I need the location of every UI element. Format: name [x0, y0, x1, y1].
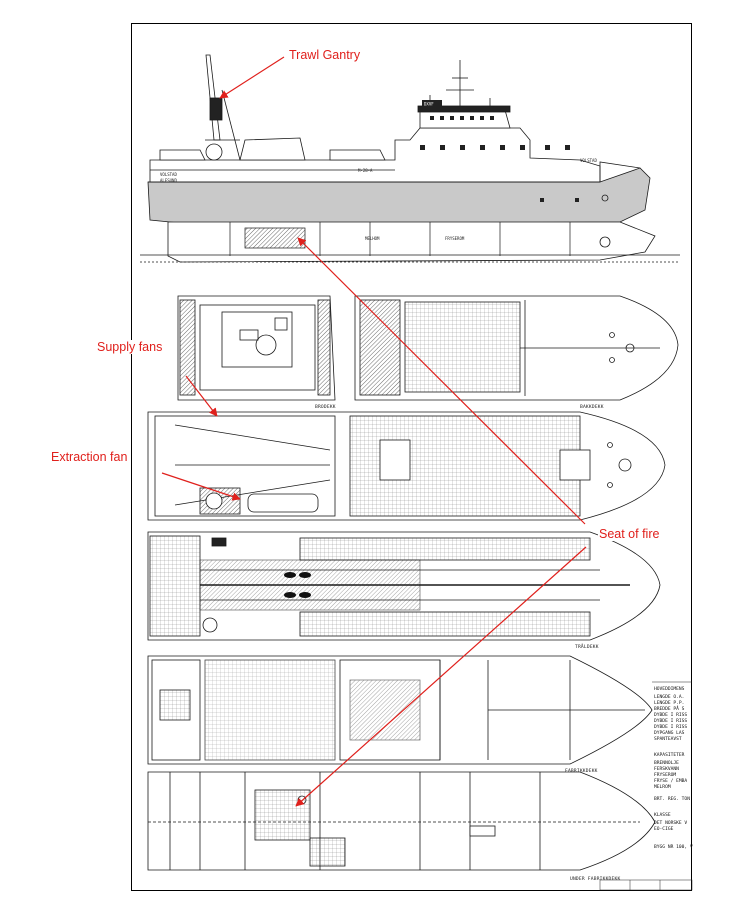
spec-line: DYBDE I RISS — [654, 724, 687, 730]
accommodation-deck-plan — [147, 411, 666, 521]
forecastle-deck-plan — [354, 295, 679, 401]
call-sign-plate — [422, 100, 442, 107]
factory-deck-plan — [147, 655, 653, 765]
spec-line: BREDDE PÅ S — [654, 705, 685, 712]
title-block — [599, 879, 693, 891]
call-sign-label: DXVF — [424, 102, 434, 107]
brt-label: BRT. REG. TON — [654, 796, 690, 802]
capacity-line: BRENNOLJE — [654, 760, 679, 766]
vessel-name-bow-label: VOLSTAD — [580, 158, 597, 163]
vessel-name-label: VOLSTAD — [160, 172, 177, 177]
seat-of-fire-annotation: Seat of fire — [598, 527, 661, 541]
spec-line: LENGDE P.P. — [654, 700, 684, 706]
class-line: DET NORSKE V — [654, 820, 687, 826]
trawl-gantry-annotation: Trawl Gantry — [288, 48, 362, 62]
profile-labels: VOLSTAD ALESUND M-28-A VOLSTAD DXVF MELH… — [160, 100, 597, 241]
supply-fans-annotation: Supply fans — [96, 340, 164, 354]
spec-line: DYPGANG LAS — [654, 730, 685, 736]
extraction-fan-annotation: Extraction fan — [50, 450, 129, 464]
deck-label-fabrikk: FABRIKKDEKK — [565, 768, 598, 774]
bridge-deck-plan — [177, 295, 336, 401]
capacity-line: FRYSEROM — [654, 772, 676, 778]
under-factory-deck-plan — [147, 771, 656, 871]
annotation-arrows — [161, 56, 587, 807]
capacity-heading: KAPASITETER — [654, 752, 685, 758]
profile-view — [140, 54, 680, 263]
trawl-deck-plan — [147, 531, 661, 641]
deck-label-under-fabrikk: UNDER FABRIKKDEKK — [570, 876, 620, 882]
capacity-line: MELROM — [654, 784, 671, 790]
spec-line: LENGDE O.A. — [654, 694, 684, 700]
class-line: EO-CIGE — [654, 826, 674, 832]
supply-fans-arrow — [185, 375, 218, 417]
home-port-label: ALESUND — [160, 178, 177, 183]
seat-of-fire-arrow-upper — [297, 237, 586, 525]
specification-table: HOVEDDIMENS LENGDE O.A. LENGDE P.P. BRED… — [652, 681, 693, 850]
deck-label-bakk: BAKKDEKK — [580, 404, 604, 410]
build-number: BYGG NR 100, V — [654, 844, 693, 850]
extraction-fan-arrow — [161, 472, 241, 501]
spec-line: DYBDE I RISS — [654, 712, 687, 718]
spec-line: DYBDE I RISS — [654, 718, 687, 724]
capacity-line: FERSKVANN — [654, 766, 679, 772]
trawl-gantry-arrow — [219, 56, 285, 99]
seat-of-fire-arrow-lower — [295, 546, 587, 807]
deck-label-tral: TRÅLDEKK — [575, 643, 599, 650]
class-heading: KLASSE — [654, 812, 671, 818]
hold-label: MELHOM — [365, 236, 380, 241]
spec-heading: HOVEDDIMENS — [654, 686, 685, 692]
registration-label: M-28-A — [358, 168, 373, 173]
deck-label-bro: BRODEKK — [315, 404, 336, 410]
capacity-line: FRYSE / EMBA — [654, 778, 687, 784]
hold-label-2: FRYSEROM — [445, 236, 465, 241]
spec-line: SPANTEAVST — [654, 736, 682, 742]
